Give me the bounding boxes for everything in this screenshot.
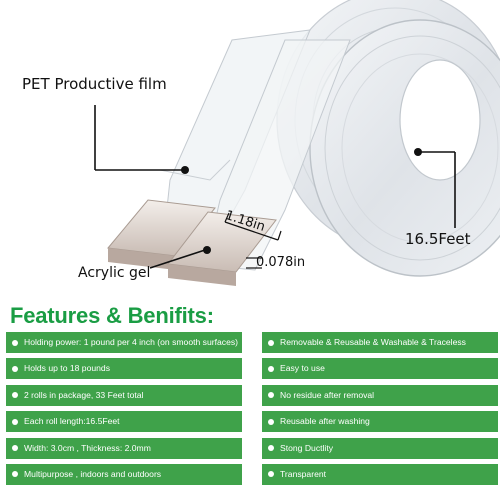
feature-item: Easy to use	[262, 358, 498, 380]
bullet-icon	[268, 445, 274, 452]
callout-lines	[94, 105, 456, 269]
feature-text: Stong Ductlity	[280, 442, 334, 453]
film-callout-label: PET Productive film	[22, 75, 167, 93]
features-title: Features & Benifits:	[10, 303, 214, 328]
feature-item: Holds up to 18 pounds	[6, 358, 242, 380]
feature-item: Stong Ductlity	[262, 437, 498, 459]
feature-text: Holding power: 1 pound per 4 inch (on sm…	[24, 337, 239, 347]
feature-text: Holds up to 18 pounds	[24, 363, 111, 374]
feature-item: No residue after removal	[262, 384, 498, 406]
tape-product-illustration	[94, 0, 500, 286]
tape-strips	[159, 29, 351, 271]
feature-text: Each roll length:16.5Feet	[24, 416, 120, 427]
bullet-icon	[268, 471, 274, 478]
feature-item: Holding power: 1 pound per 4 inch (on sm…	[6, 332, 242, 353]
feature-item: Each roll length:16.5Feet	[6, 411, 242, 433]
feature-item: Width: 3.0cm , Thickness: 2.0mm	[6, 437, 242, 459]
acrylic-gel-pads	[107, 199, 277, 286]
bullet-icon	[12, 418, 18, 425]
bullet-icon	[12, 392, 18, 399]
features-left-column: Holding power: 1 pound per 4 inch (on sm…	[6, 332, 242, 490]
feature-item: Reusable after washing	[262, 411, 498, 433]
feature-item: Removable & Reusable & Washable & Tracel…	[262, 332, 498, 353]
bullet-icon	[12, 339, 18, 346]
length-callout-label: 16.5Feet	[405, 230, 471, 248]
feature-text: Width: 3.0cm , Thickness: 2.0mm	[24, 442, 151, 453]
feature-item: Multipurpose , indoors and outdoors	[6, 463, 242, 485]
features-right-column: Removable & Reusable & Washable & Tracel…	[262, 332, 498, 490]
feature-text: Easy to use	[280, 363, 325, 374]
bullet-icon	[12, 471, 18, 478]
thickness-callout-label: 0.078in	[256, 255, 306, 270]
feature-text: Transparent	[280, 468, 327, 479]
feature-text: 2 rolls in package, 33 Feet total	[24, 389, 144, 400]
bullet-icon	[12, 445, 18, 452]
bullet-icon	[268, 365, 274, 372]
feature-text: No residue after removal	[280, 389, 375, 400]
bullet-icon	[12, 365, 18, 372]
feature-text: Multipurpose , indoors and outdoors	[24, 468, 162, 479]
gel-callout-label: Acrylic gel	[78, 265, 151, 281]
feature-text: Removable & Reusable & Washable & Tracel…	[280, 337, 466, 347]
feature-text: Reusable after washing	[280, 416, 370, 427]
bullet-icon	[268, 339, 274, 346]
bullet-icon	[268, 392, 274, 399]
feature-item: 2 rolls in package, 33 Feet total	[6, 384, 242, 406]
bullet-icon	[268, 418, 274, 425]
feature-item: Transparent	[262, 463, 498, 485]
